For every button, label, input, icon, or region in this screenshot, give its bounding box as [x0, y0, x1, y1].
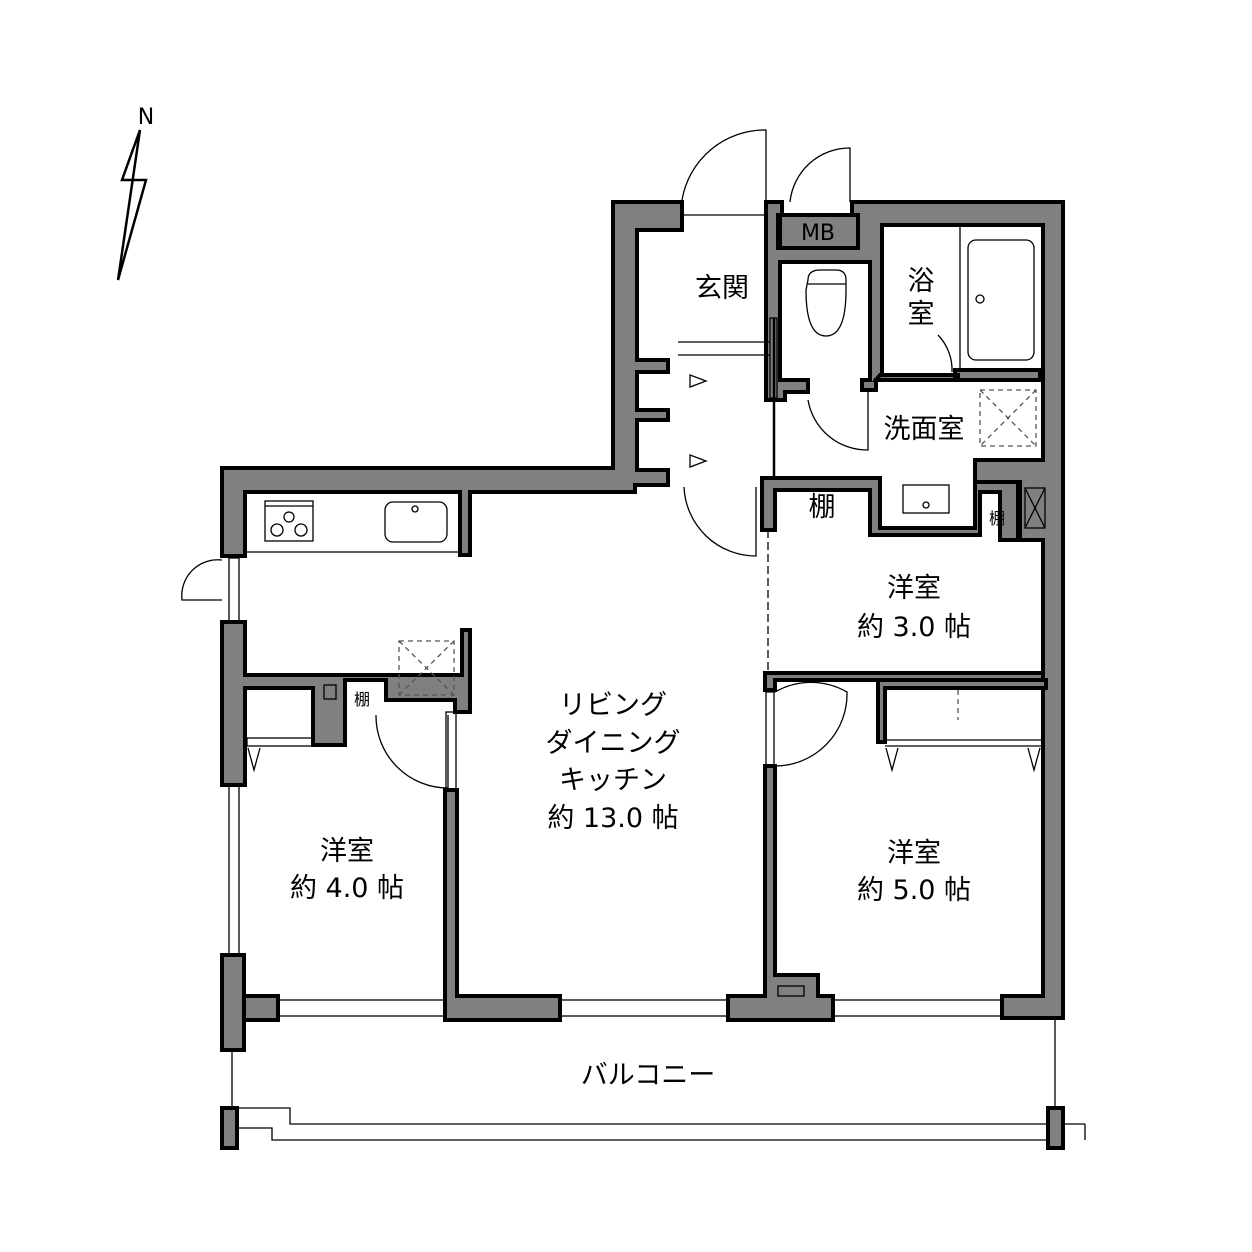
- western-5-size: 約 5.0 帖: [857, 875, 971, 906]
- meter-box-label: MB: [801, 221, 835, 246]
- western-3-size: 約 3.0 帖: [857, 612, 971, 643]
- ldk-line-1: リビング: [559, 690, 667, 721]
- bath-label-1: 浴: [908, 266, 935, 297]
- toilet-icon: [805, 269, 847, 337]
- walls: [220, 200, 1065, 1150]
- western-4-size: 約 4.0 帖: [290, 873, 404, 904]
- svg-text:N: N: [138, 105, 154, 130]
- bathtub-icon: [967, 239, 1035, 361]
- north-arrow-icon: N: [116, 105, 154, 281]
- western-4-name: 洋室: [320, 836, 374, 867]
- western-5-name: 洋室: [887, 838, 941, 869]
- washroom-label: 洗面室: [884, 414, 965, 445]
- ldk-line-3: キッチン: [559, 765, 667, 796]
- washbasin-icon: [902, 484, 950, 514]
- room-labels: 玄関 MB 浴 室 洗面室 棚 棚 棚 洋室 約 3.0 帖 リビング ダイニン…: [290, 221, 1005, 1091]
- ldk-line-2: ダイニング: [546, 728, 681, 759]
- stove-icon: [264, 500, 314, 542]
- bath-label-2: 室: [908, 299, 935, 330]
- shelf-label: 棚: [989, 509, 1005, 528]
- western-3-name: 洋室: [887, 573, 941, 604]
- shelf-label: 棚: [354, 690, 370, 709]
- ldk-size: 約 13.0 帖: [547, 803, 678, 834]
- entrance-label: 玄関: [695, 273, 749, 304]
- shelf-label: 棚: [809, 492, 836, 523]
- sink-icon: [384, 501, 448, 543]
- fixtures: [181, 129, 1086, 1141]
- balcony-label: バルコニー: [581, 1060, 715, 1091]
